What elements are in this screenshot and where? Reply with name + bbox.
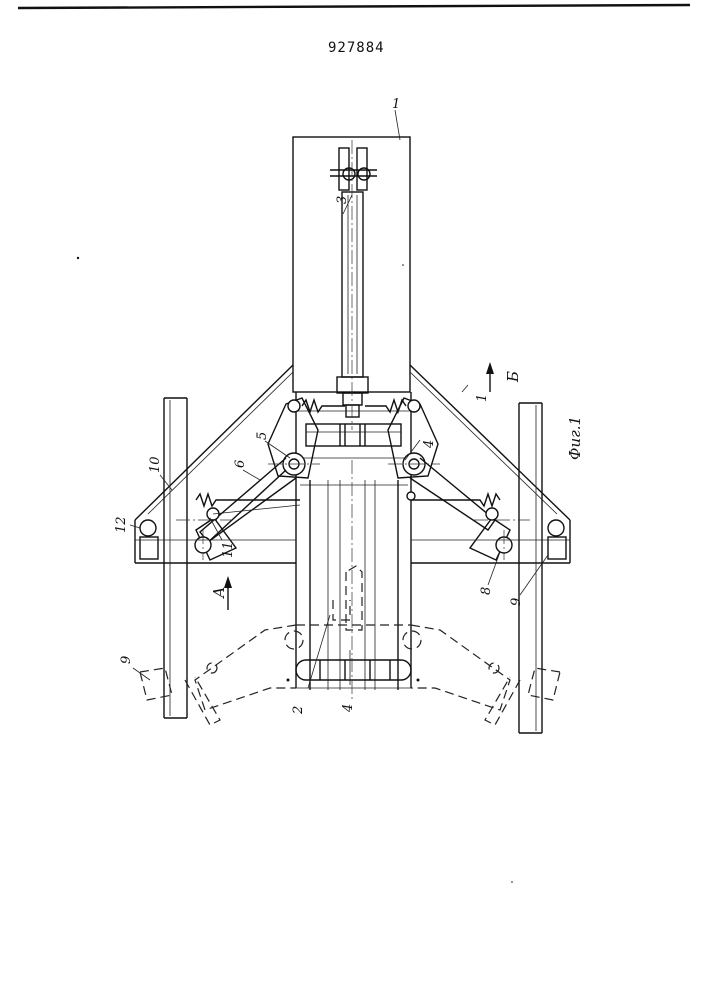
label-part-6: 6 <box>233 460 248 468</box>
right-lower-arm <box>407 492 512 560</box>
view-b-arrow <box>486 362 494 392</box>
slide-assembly <box>296 460 411 700</box>
left-rail <box>164 398 187 718</box>
label-part-11: 11 <box>221 541 236 558</box>
label-part-1-right: 1 <box>475 394 490 402</box>
label-part-12: 12 <box>114 516 129 533</box>
patent-number: 927884 <box>328 40 385 56</box>
cross-beam <box>296 411 411 485</box>
left-lower-arm <box>195 494 300 560</box>
label-part-5: 5 <box>255 432 270 440</box>
label-part-10: 10 <box>148 456 163 473</box>
hydraulic-cylinder <box>330 140 377 430</box>
left-gripper <box>135 520 296 559</box>
label-part-9-right: 9 <box>509 598 524 606</box>
scan-specks <box>77 257 513 883</box>
label-view-a: А <box>210 587 228 599</box>
label-view-b: Б <box>504 371 522 383</box>
label-part-8: 8 <box>479 587 494 595</box>
figure-caption: Фиг.1 <box>566 416 584 460</box>
label-part-2: 2 <box>291 706 306 715</box>
top-springs <box>302 400 406 412</box>
label-part-1-top: 1 <box>392 97 400 112</box>
top-border-line <box>18 5 690 8</box>
label-part-3: 3 <box>335 196 350 204</box>
label-part-9-left: 9 <box>119 656 134 664</box>
label-part-4-lower: 4 <box>341 704 356 713</box>
label-part-4-upper: 4 <box>422 440 437 449</box>
